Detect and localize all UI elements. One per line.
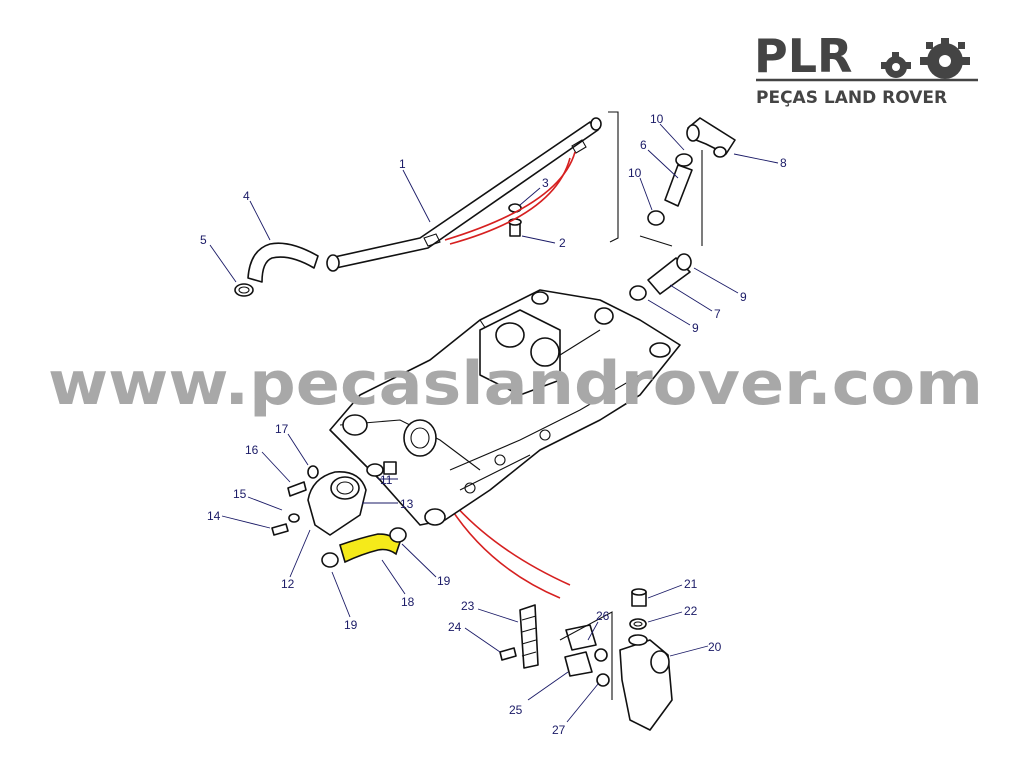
callout-15: 15 [233,487,247,501]
logo-brand: PLR [754,29,852,83]
callout-6: 6 [640,138,647,152]
callout-8: 8 [780,156,787,170]
water-pipe [326,117,602,272]
callout-22: 22 [684,604,698,618]
sensor-bracket [499,604,610,687]
callout-9a: 9 [740,290,747,304]
callout-2: 2 [559,236,566,250]
hose-18-highlighted [321,527,407,568]
callout-19a: 19 [437,574,451,588]
bolt-2 [508,203,522,237]
callout-3: 3 [542,176,549,190]
logo-subtitle: PEÇAS LAND ROVER [756,88,947,108]
elbow-housing-20 [559,588,673,731]
callout-23: 23 [461,599,475,613]
hose-assembly-6-8 [647,117,736,226]
callout-27: 27 [552,723,566,737]
watermark-text: www.pecaslandrover.com [48,349,983,419]
gear-icon [881,38,970,79]
callout-11: 11 [380,473,393,487]
callout-13: 13 [400,497,414,511]
callout-7: 7 [714,307,721,321]
callout-numbers: 1 2 3 4 5 6 7 8 9 9 10 10 11 12 13 14 15… [200,112,787,737]
callout-14: 14 [207,509,221,523]
callout-19b: 19 [344,618,358,632]
callout-24: 24 [448,620,462,634]
callout-9b: 9 [692,321,699,335]
callout-5: 5 [200,233,207,247]
callout-17: 17 [275,422,289,436]
callout-4: 4 [243,189,250,203]
callout-26: 26 [596,609,610,623]
intake-manifold [329,289,681,526]
callout-1: 1 [399,157,406,171]
leader-lines [209,123,779,723]
hose-4 [234,242,319,297]
callout-12: 12 [281,577,295,591]
callout-16: 16 [245,443,259,457]
callout-20: 20 [708,640,722,654]
plr-logo: PLR PEÇAS LAND ROVER [754,29,978,108]
callout-25: 25 [509,703,523,717]
hose-7 [629,253,692,301]
callout-10b: 10 [628,166,642,180]
callout-21: 21 [684,577,698,591]
callout-10a: 10 [650,112,664,126]
callout-18: 18 [401,595,415,609]
thermostat-housing [271,461,397,536]
